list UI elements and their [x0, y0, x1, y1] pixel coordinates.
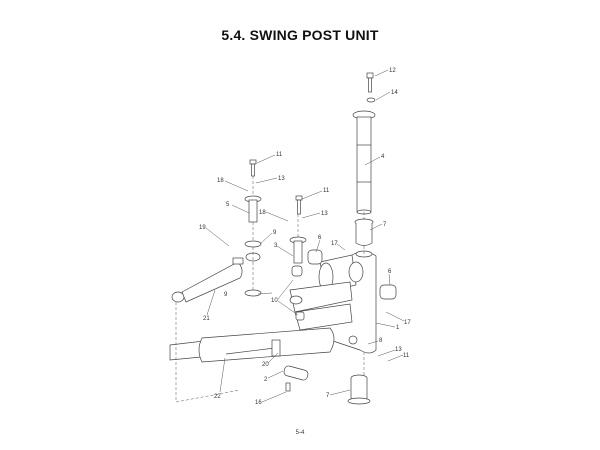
callout-4: 4 [381, 154, 385, 160]
callout-5: 5 [226, 202, 230, 208]
pin-part [244, 159, 262, 297]
callout-18: 18 [259, 210, 266, 216]
callout-1: 1 [396, 325, 400, 331]
callout-22: 22 [214, 394, 221, 400]
bushing-part [354, 218, 374, 246]
bolt-part [366, 72, 376, 103]
pin-part [289, 195, 307, 321]
callout-12: 12 [389, 68, 396, 74]
callout-11: 11 [276, 152, 283, 158]
boom-cylinder-part [169, 327, 335, 363]
callout-19: 19 [199, 225, 206, 231]
callout-10: 10 [271, 298, 278, 304]
callout-9: 9 [224, 292, 228, 298]
bushing-part [347, 374, 371, 405]
page-number: 5-4 [295, 430, 305, 436]
callout-7: 7 [326, 393, 330, 399]
callout-7: 7 [383, 222, 387, 228]
callout-13: 13 [278, 176, 285, 182]
callout-17: 17 [404, 320, 411, 326]
callout-11: 11 [403, 353, 410, 359]
callout-17: 17 [331, 241, 338, 247]
callout-18: 18 [217, 178, 224, 184]
callout-13: 13 [321, 211, 328, 217]
swing-bracket-part [289, 250, 377, 354]
callout-8: 8 [379, 338, 383, 344]
bushing-part [379, 284, 397, 300]
callout-21: 21 [203, 316, 210, 322]
bushing-part [307, 249, 323, 265]
grease-fitting-part [285, 382, 291, 392]
callout-14: 14 [391, 90, 398, 96]
callout-labels: 12 14 4 7 11 13 18 5 11 13 18 9 19 3 6 1… [199, 68, 411, 406]
callout-20: 20 [262, 362, 269, 368]
callout-11: 11 [323, 188, 330, 194]
callout-9: 9 [273, 230, 277, 236]
callout-3: 3 [274, 243, 278, 249]
pin-part [283, 365, 309, 381]
callout-6: 6 [388, 269, 392, 275]
callout-16: 16 [255, 400, 262, 406]
page-title: 5.4. SWING POST UNIT [221, 27, 379, 43]
callout-6: 6 [318, 235, 322, 241]
callout-13: 13 [395, 347, 402, 353]
swing-post-part [352, 110, 376, 215]
callout-2: 2 [264, 377, 268, 383]
